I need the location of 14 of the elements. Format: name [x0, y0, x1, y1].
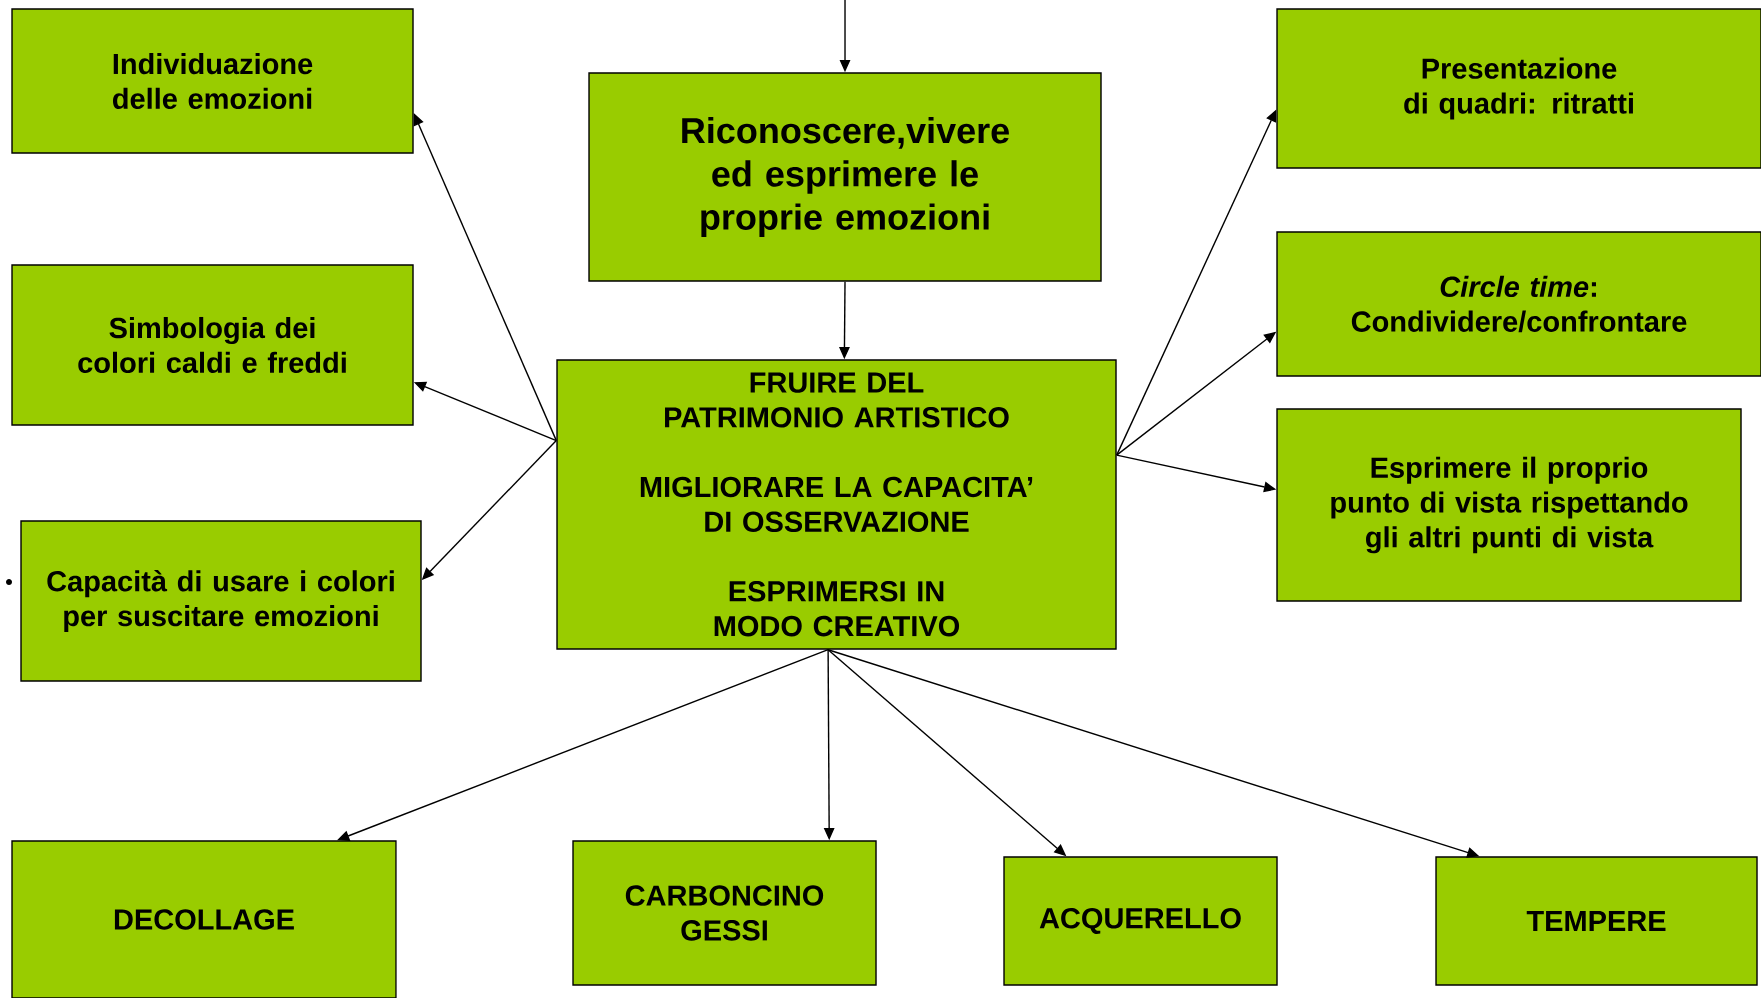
- central-box: FRUIRE DEL PATRIMONIO ARTISTICO MIGLIORARE LA CAPACITA’ DI OSSERVAZIONE ESPRIMERSI IN MODO CREATIVO: [556, 359, 1117, 650]
- concept-box: Esprimere il proprio punto di vista rispettando gli altri punti di vista: [1276, 408, 1742, 602]
- concept-box: TEMPERE: [1435, 856, 1758, 986]
- concept-box: Circle time: Condividere/confrontare: [1276, 231, 1761, 377]
- concept-box: Simbologia dei colori caldi e freddi: [11, 264, 414, 426]
- concept-box: ACQUERELLO: [1003, 856, 1278, 986]
- concept-box: Individuazione delle emozioni: [11, 8, 414, 154]
- concept-box: Riconoscere,vivere ed esprimere le proprie emozioni: [588, 72, 1102, 282]
- concept-box: CARBONCINO GESSI: [572, 840, 877, 986]
- concept-box: DECOLLAGE: [11, 840, 397, 998]
- arrow: [413, 113, 557, 442]
- concept-box: Presentazione di quadri: ritratti: [1276, 8, 1761, 169]
- concept-box: Capacità di usare i colori per suscitare emozioni: [20, 520, 422, 682]
- arrow: [337, 649, 829, 841]
